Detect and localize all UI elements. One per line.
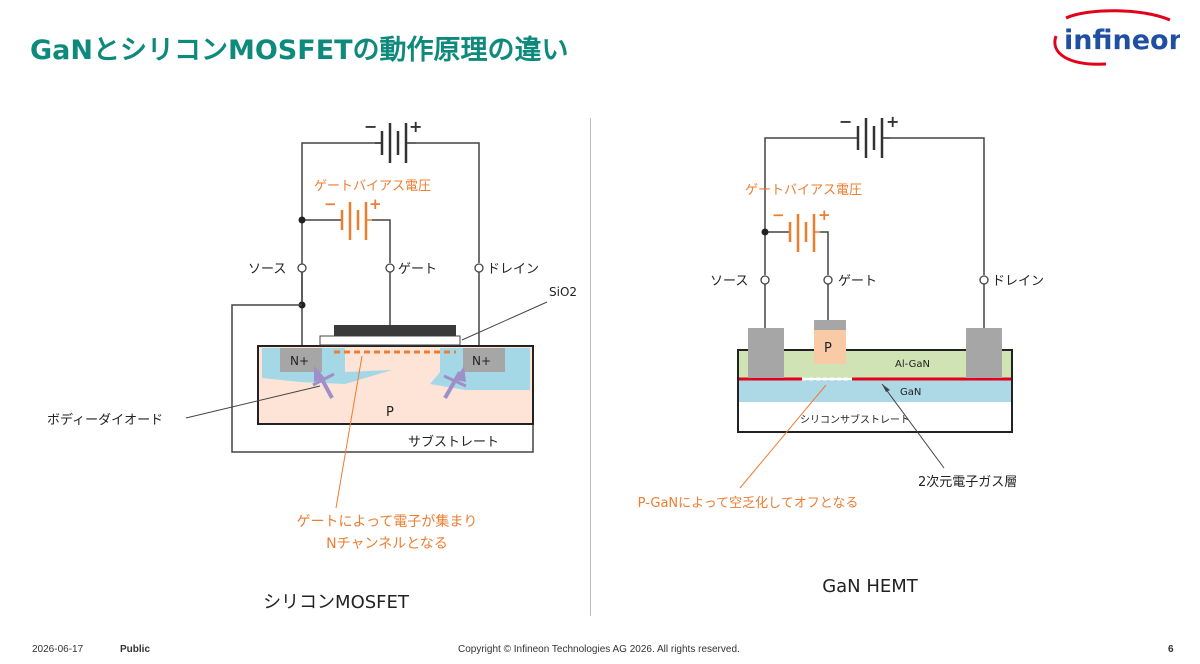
mosfet-bias-minus: −	[324, 195, 337, 213]
gan-source-terminal	[760, 275, 770, 285]
mosfet-junction-bias	[298, 216, 306, 224]
mosfet-drain-terminal	[474, 263, 484, 273]
center-divider	[590, 118, 591, 616]
gan-si-substrate	[738, 402, 1012, 432]
mosfet-source-label: ソース	[248, 262, 286, 277]
gan-battery-plus: +	[886, 112, 899, 131]
mosfet-gate-terminal	[385, 263, 395, 273]
mosfet-battery-minus: −	[364, 117, 377, 136]
gan-pgan-pointer	[739, 384, 827, 489]
gan-gate-terminal	[823, 275, 833, 285]
footer-page-number: 6	[1168, 644, 1174, 655]
footer-classification: Public	[120, 644, 151, 655]
mosfet-gate-label: ゲート	[398, 262, 437, 277]
gan-2deg-pointer	[881, 383, 945, 469]
mosfet-diagram: − + ゲートバイアス電圧 − + ソース ゲート ドレイン	[47, 117, 577, 613]
gan-bias-plus: +	[818, 206, 831, 224]
gan-gan-label: GaN	[900, 387, 921, 398]
logo-arc-bottom	[1053, 35, 1107, 66]
gan-junction-bias	[761, 228, 769, 236]
gan-algan-label: Al-GaN	[895, 359, 930, 370]
gan-device-outline	[737, 349, 1013, 433]
footer-date: 2026-06-17	[32, 644, 84, 655]
gan-gate-label: ゲート	[838, 274, 877, 289]
mosfet-substrate-label: サブストレート	[408, 434, 499, 450]
mosfet-wire-main-right	[416, 142, 480, 263]
mosfet-wire-bias-right	[372, 219, 391, 263]
mosfet-drain-label: ドレイン	[487, 262, 539, 277]
logo-text: infineon	[1064, 25, 1180, 56]
infineon-logo: infineon	[1053, 9, 1180, 66]
mosfet-gate-bias-label: ゲートバイアス電圧	[314, 179, 431, 194]
mosfet-gate-bias-battery	[340, 202, 372, 240]
mosfet-bias-plus: +	[369, 195, 382, 213]
gan-p-label: P	[824, 341, 832, 356]
mosfet-channel-pointer	[335, 355, 363, 509]
gan-main-battery	[856, 118, 890, 158]
mosfet-main-battery	[375, 123, 416, 163]
gan-substrate-label: シリコンサブストレート	[800, 413, 910, 426]
gan-drain-terminal	[979, 275, 989, 285]
mosfet-body-diode-pointer	[185, 385, 321, 419]
gan-gate-bias-label: ゲートバイアス電圧	[745, 183, 862, 198]
mosfet-source-terminal	[297, 263, 307, 273]
slide-title: GaNとシリコンMOSFETの動作原理の違い	[30, 35, 569, 66]
mosfet-body-diode-left	[312, 366, 335, 399]
mosfet-body-diode-label: ボディーダイオード	[47, 412, 163, 428]
mosfet-n-plus-right: N+	[472, 354, 491, 368]
gan-source-electrode	[748, 328, 784, 378]
gan-gate-bias-battery	[788, 214, 820, 252]
footer-copyright: Copyright © Infineon Technologies AG 202…	[458, 644, 740, 655]
mosfet-n-plus-left: N+	[290, 354, 309, 368]
gan-2deg-pointer-head	[882, 384, 890, 392]
gan-hemt-diagram: − + ゲートバイアス電圧 − + ソース ゲート ドレイン	[638, 112, 1044, 597]
gan-2deg-label: 2次元電子ガス層	[918, 474, 1017, 490]
mosfet-channel-note-line1: ゲートによって電子が集まり	[297, 513, 478, 530]
gan-drain-label: ドレイン	[992, 274, 1044, 289]
mosfet-channel-note-line2: Nチャンネルとなる	[326, 536, 448, 552]
mosfet-wire-body	[231, 304, 534, 453]
mosfet-sio2-layer	[319, 335, 461, 346]
mosfet-p-label: P	[386, 405, 394, 420]
gan-drain-electrode	[966, 328, 1002, 378]
gan-source-label: ソース	[710, 274, 748, 289]
gan-caption: GaN HEMT	[822, 576, 919, 597]
gan-gan-layer	[738, 380, 1012, 402]
mosfet-battery-plus: +	[409, 117, 422, 136]
gan-p-gan-gate	[814, 330, 846, 364]
gan-wire-main-right	[890, 137, 985, 275]
mosfet-body-diode-right	[443, 366, 467, 399]
gan-gate-electrode	[814, 320, 846, 330]
mosfet-sio2-pointer	[461, 301, 548, 341]
mosfet-drain-contact	[463, 348, 505, 372]
mosfet-caption: シリコンMOSFET	[263, 592, 410, 613]
gan-bias-minus: −	[772, 206, 785, 224]
mosfet-sio2-label: SiO2	[549, 285, 577, 299]
gan-battery-minus: −	[839, 112, 852, 131]
mosfet-gate-metal	[334, 325, 456, 336]
gan-pgan-note: P-GaNによって空乏化してオフとなる	[638, 496, 859, 511]
mosfet-wire-main-left	[301, 142, 382, 307]
gan-wire-bias-right	[820, 231, 829, 275]
logo-arc-top	[1065, 9, 1171, 22]
